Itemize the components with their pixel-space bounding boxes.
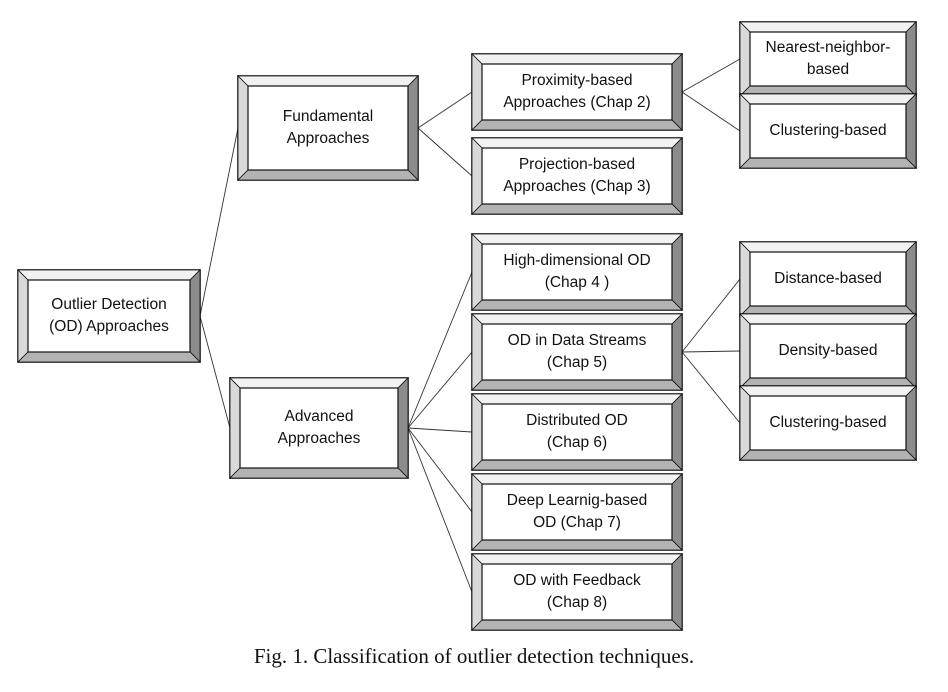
diagram-canvas: Outlier Detection (OD) Approaches Fundamen… — [17, 21, 917, 631]
node-label-line: Outlier Detection — [51, 296, 166, 313]
node-label-line: Clustering-based — [769, 122, 886, 139]
node-label-line: Density-based — [778, 342, 877, 359]
node-label-line: Projection-based — [519, 156, 635, 173]
node-label-root: Outlier Detection (OD) Approaches — [49, 296, 169, 335]
edge-streams-to-distance — [681, 278, 741, 353]
node-streams: OD in Data Streams (Chap 5) — [471, 313, 683, 391]
node-label-line: (Chap 4 ) — [545, 274, 610, 291]
node-label-line: OD in Data Streams — [508, 332, 647, 349]
node-label-line: Approaches (Chap 2) — [503, 94, 650, 111]
node-label-line: High-dimensional OD — [503, 252, 650, 269]
node-label-deep: Deep Learnig-based OD (Chap 7) — [507, 492, 647, 531]
edge-streams-to-clustering2 — [681, 351, 741, 424]
node-label-clustering1: Clustering-based — [769, 122, 886, 139]
node-label-distance: Distance-based — [774, 270, 882, 287]
node-highdim: High-dimensional OD (Chap 4 ) — [471, 233, 683, 311]
node-label-streams: OD in Data Streams (Chap 5) — [508, 332, 647, 371]
node-clustering1: Clustering-based — [739, 93, 917, 169]
node-distributed: Distributed OD (Chap 6) — [471, 393, 683, 471]
edge-fundamental-to-proximity — [417, 91, 473, 129]
node-label-line: Distributed OD — [526, 412, 628, 429]
node-label-nearest: Nearest-neighbor-based — [766, 39, 891, 78]
node-label-line: Advanced — [285, 408, 354, 425]
edge-proximity-to-nearest — [681, 58, 741, 93]
node-label-line: Clustering-based — [769, 414, 886, 431]
node-root: Outlier Detection (OD) Approaches — [17, 269, 201, 363]
figure-caption: Fig. 1. Classification of outlier detect… — [253, 644, 695, 668]
node-label-line: Nearest-neighbor- — [766, 39, 891, 56]
node-label-line: OD (Chap 7) — [533, 514, 621, 531]
edge-advanced-to-highdim — [407, 271, 473, 429]
node-label-line: OD with Feedback — [513, 572, 641, 589]
node-label-line: Approaches — [287, 130, 370, 147]
node-label-highdim: High-dimensional OD (Chap 4 ) — [503, 252, 650, 291]
node-label-density: Density-based — [778, 342, 877, 359]
edge-root-to-advanced — [199, 315, 231, 429]
edge-advanced-to-streams — [407, 351, 473, 429]
node-label-line: Distance-based — [774, 270, 882, 287]
node-label-line: Approaches — [278, 430, 361, 447]
node-clustering2: Clustering-based — [739, 385, 917, 461]
node-label-line: Approaches (Chap 3) — [503, 178, 650, 195]
node-nearest: Nearest-neighbor-based — [739, 21, 917, 97]
node-label-feedback: OD with Feedback (Chap 8) — [513, 572, 641, 611]
node-label-line: Deep Learnig-based — [507, 492, 647, 509]
edge-fundamental-to-projection — [417, 127, 473, 177]
node-feedback: OD with Feedback (Chap 8) — [471, 553, 683, 631]
node-label-line: Proximity-based — [521, 72, 632, 89]
diagram-nodes: Outlier Detection (OD) Approaches Fundamen… — [17, 21, 917, 631]
edge-streams-to-density — [681, 350, 741, 353]
node-label-line: (OD) Approaches — [49, 318, 169, 335]
node-distance: Distance-based — [739, 241, 917, 317]
edge-advanced-to-deep — [407, 427, 473, 513]
node-label-line: (Chap 8) — [547, 594, 607, 611]
connector-lines — [199, 58, 741, 593]
node-label-line: based — [807, 61, 849, 78]
edge-advanced-to-distributed — [407, 427, 473, 433]
node-label-line: (Chap 5) — [547, 354, 607, 371]
node-deep: Deep Learnig-based OD (Chap 7) — [471, 473, 683, 551]
node-label-distributed: Distributed OD (Chap 6) — [526, 412, 628, 451]
node-density: Density-based — [739, 313, 917, 389]
edge-root-to-fundamental — [199, 127, 239, 317]
node-label-line: (Chap 6) — [547, 434, 607, 451]
node-label-clustering2: Clustering-based — [769, 414, 886, 431]
edge-proximity-to-clustering1 — [681, 91, 741, 132]
node-label-line: Fundamental — [283, 108, 373, 125]
edge-advanced-to-feedback — [407, 427, 473, 593]
